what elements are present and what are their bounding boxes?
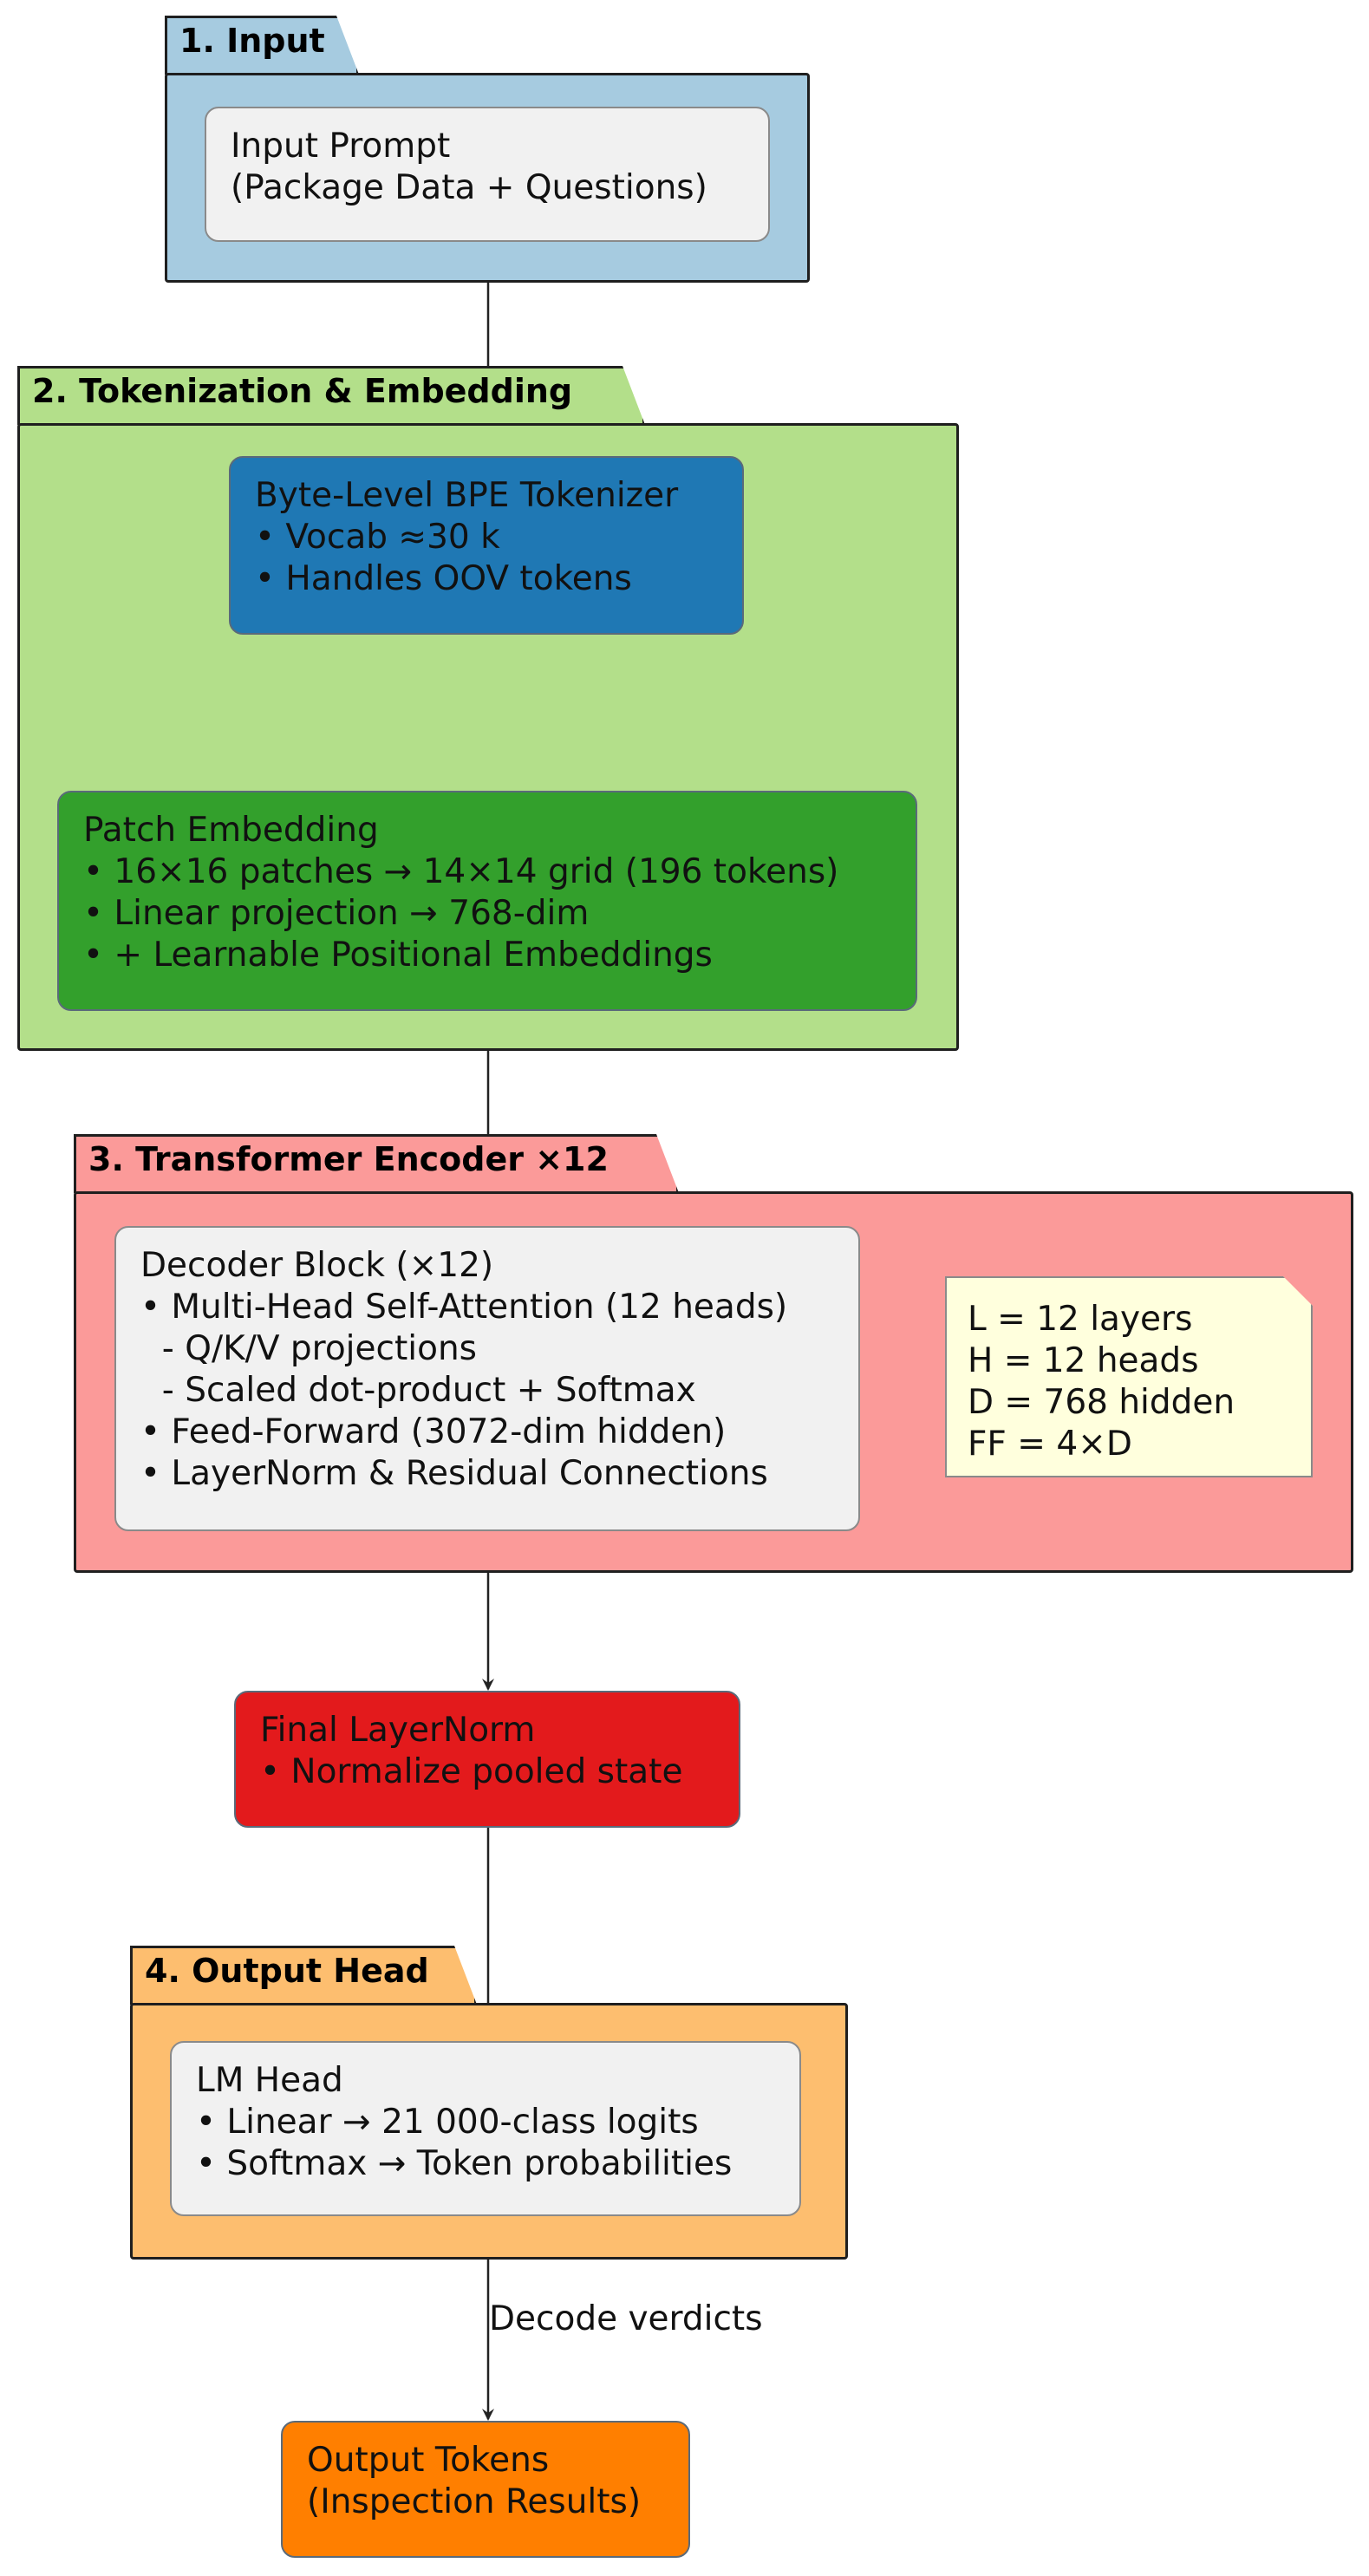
- hyperparameter-note: L = 12 layers H = 12 heads D = 768 hidde…: [945, 1276, 1313, 1477]
- package-tab-input: 1. Input: [165, 16, 359, 75]
- input-prompt-node: Input Prompt (Package Data + Questions): [205, 107, 770, 242]
- decode-verdicts-label: Decode verdicts: [489, 2299, 763, 2338]
- package-tab-encoder: 3. Transformer Encoder ×12: [74, 1134, 679, 1193]
- output-tokens-node: Output Tokens (Inspection Results): [281, 2421, 690, 2558]
- package-tab-tokenization: 2. Tokenization & Embedding: [17, 366, 645, 425]
- patch-embedding-node: Patch Embedding • 16×16 patches → 14×14 …: [57, 791, 917, 1011]
- tokenizer-node: Byte-Level BPE Tokenizer • Vocab ≈30 k •…: [229, 456, 744, 635]
- package-tab-output: 4. Output Head: [130, 1946, 477, 2005]
- final-layernorm-node: Final LayerNorm • Normalize pooled state: [234, 1691, 740, 1828]
- lm-head-node: LM Head • Linear → 21 000-class logits •…: [170, 2041, 801, 2216]
- decoder-block-node: Decoder Block (×12) • Multi-Head Self-At…: [114, 1226, 860, 1531]
